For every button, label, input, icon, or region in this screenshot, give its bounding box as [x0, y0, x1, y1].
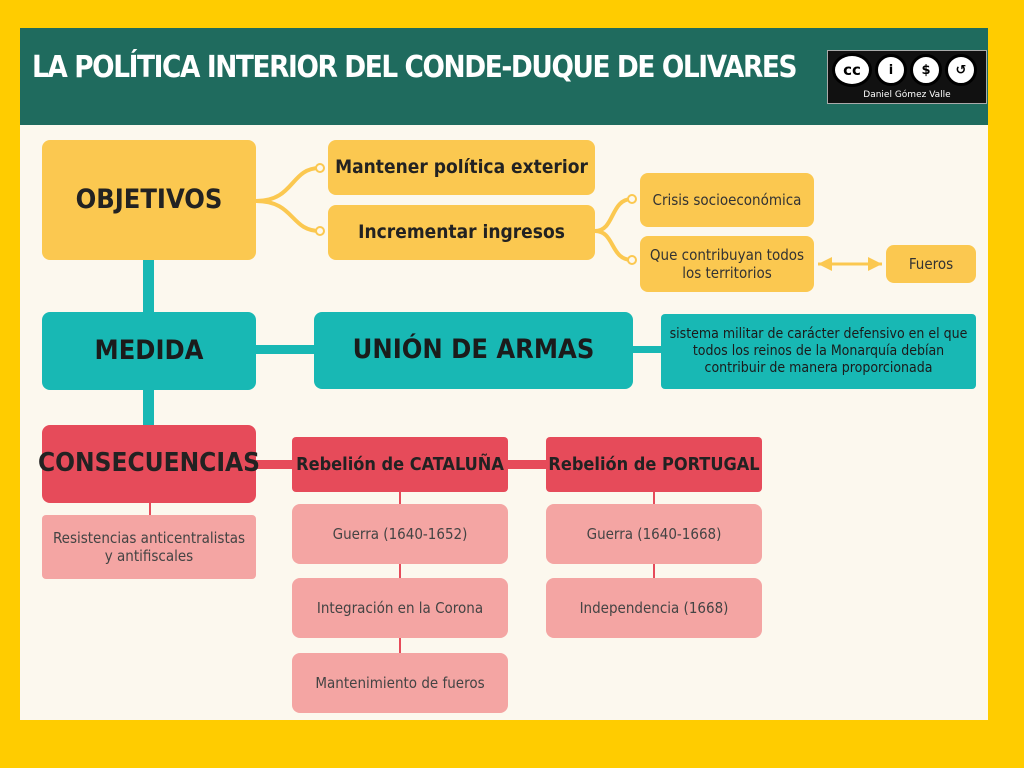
- mind-map-sheet: LA POLÍTICA INTERIOR DEL CONDE-DUQUE DE …: [20, 28, 988, 720]
- header-bar: LA POLÍTICA INTERIOR DEL CONDE-DUQUE DE …: [20, 28, 988, 125]
- branch-dot: [627, 255, 637, 265]
- arrow-head-left: [818, 257, 832, 271]
- fueros-node: Fueros: [886, 245, 976, 283]
- link-medida-union: [256, 345, 314, 354]
- branch-dot: [315, 163, 325, 173]
- nc-icon: $: [910, 54, 942, 86]
- by-icon: i: [875, 54, 907, 86]
- link-union-desc: [633, 346, 661, 353]
- portugal-independencia: Independencia (1668): [546, 578, 762, 638]
- link-consecuencias-cataluna: [256, 460, 292, 469]
- union-de-armas-node: UNIÓN DE ARMAS: [314, 312, 633, 389]
- resistencias-node: Resistencias anticentralistas y antifisc…: [42, 515, 256, 579]
- link-cataluna-portugal: [508, 460, 546, 469]
- arrow-head-right: [868, 257, 882, 271]
- objetivo-mantener-politica: Mantener política exterior: [328, 140, 595, 195]
- branch-dot: [627, 194, 637, 204]
- ingresos-crisis: Crisis socioeconómica: [640, 173, 814, 227]
- ingresos-contribuyan: Que contribuyan todos los territorios: [640, 236, 814, 292]
- objetivo-incrementar-ingresos: Incrementar ingresos: [328, 205, 595, 260]
- page-title: LA POLÍTICA INTERIOR DEL CONDE-DUQUE DE …: [32, 50, 798, 85]
- objetivos-node: OBJETIVOS: [42, 140, 256, 260]
- branch-ingresos: [594, 197, 633, 262]
- trunk-medida-consecuencias: [143, 388, 154, 425]
- rebelion-portugal-node: Rebelión de PORTUGAL: [546, 437, 762, 492]
- cc-icon: cc: [832, 53, 872, 87]
- union-description: sistema militar de carácter defensivo en…: [661, 314, 976, 389]
- sa-icon: ↺: [945, 54, 977, 86]
- branch-dot: [315, 226, 325, 236]
- license-author: Daniel Gómez Valle: [863, 90, 951, 100]
- cataluna-mantenimiento-fueros: Mantenimiento de fueros: [292, 653, 508, 713]
- trunk-objetivos-medida: [143, 258, 154, 312]
- portugal-guerra: Guerra (1640-1668): [546, 504, 762, 564]
- consecuencias-node: CONSECUENCIAS: [38, 425, 260, 503]
- rebelion-cataluna-node: Rebelión de CATALUÑA: [292, 437, 508, 492]
- medida-node: MEDIDA: [42, 312, 256, 390]
- cataluna-guerra: Guerra (1640-1652): [292, 504, 508, 564]
- cc-license-badge: cc i $ ↺ Daniel Gómez Valle: [827, 50, 987, 104]
- cataluna-integracion: Integración en la Corona: [292, 578, 508, 638]
- branch-objetivos: [255, 166, 321, 233]
